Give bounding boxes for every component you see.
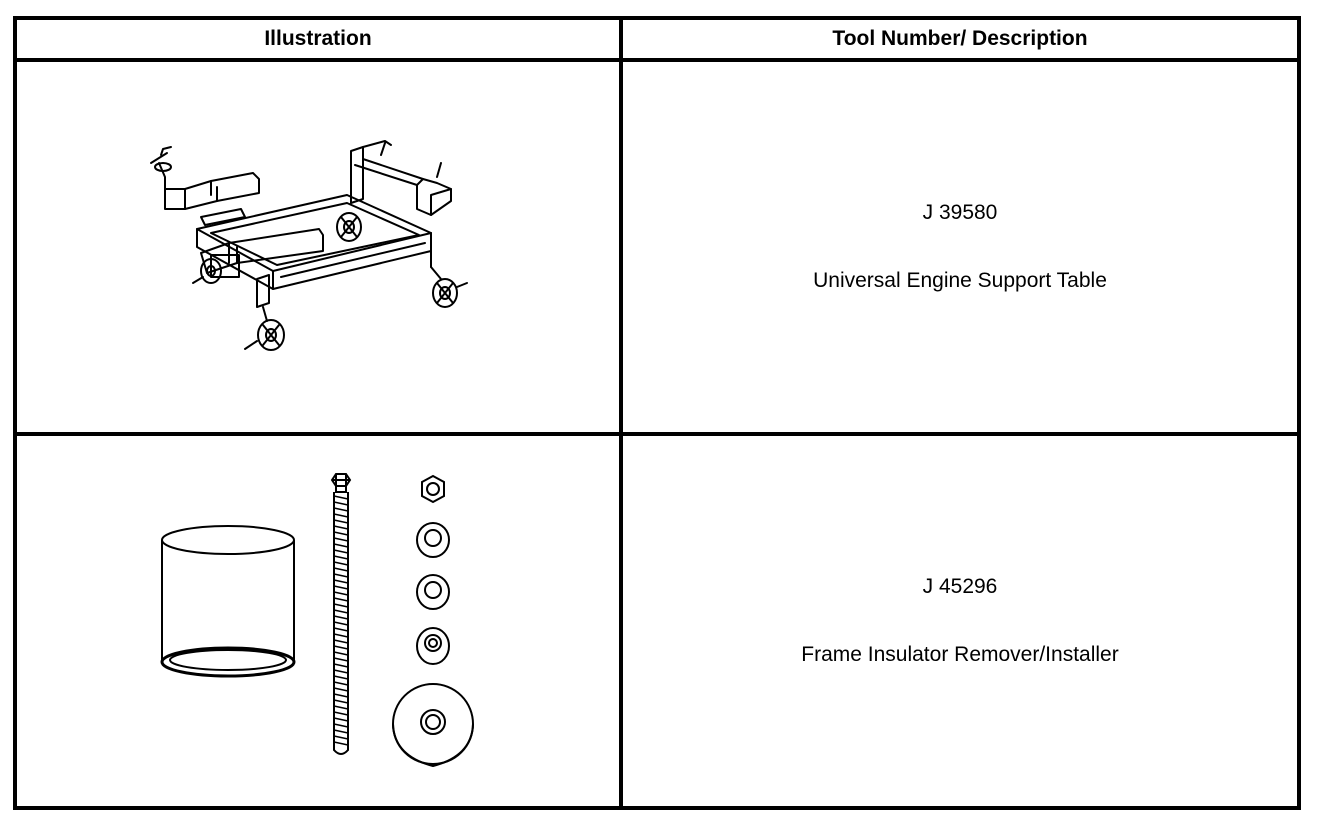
row-divider: [17, 432, 1297, 436]
frame-insulator-tool-kit-illustration: [160, 466, 490, 776]
tool-number: J 45296: [922, 575, 998, 598]
engine-support-table-illustration: [141, 137, 481, 357]
table-row-2-illustration: [17, 436, 619, 806]
spacer-washer: [417, 575, 449, 609]
caster-wheel: [337, 213, 361, 241]
header-description: Tool Number/ Description: [832, 27, 1088, 50]
spacer-washer: [417, 628, 449, 664]
row-divider: [17, 58, 1297, 62]
header-illustration: Illustration: [264, 27, 372, 50]
tool-table: Illustration Tool Number/ Description: [13, 16, 1301, 810]
table-row-2-description: J 45296 Frame Insulator Remover/Installe…: [623, 436, 1297, 806]
tool-description: Frame Insulator Remover/Installer: [801, 643, 1119, 666]
column-divider: [619, 20, 623, 806]
tool-description: Universal Engine Support Table: [813, 269, 1107, 292]
hex-nut: [422, 476, 444, 502]
receiver-cup: [162, 526, 294, 676]
table-row-1-description: J 39580 Universal Engine Support Table: [623, 62, 1297, 432]
installer-disc: [393, 684, 473, 766]
threaded-rod: [332, 474, 350, 754]
spacer-washer: [417, 523, 449, 557]
tool-number: J 39580: [922, 201, 998, 224]
table-row-1-illustration: [17, 62, 619, 432]
